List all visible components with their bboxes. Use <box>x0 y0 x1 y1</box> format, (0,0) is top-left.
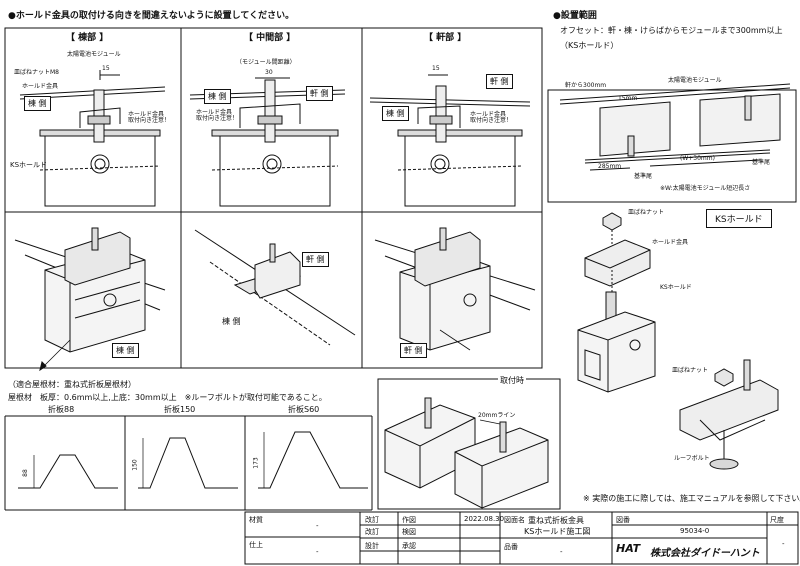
eave-side-tag: 軒 側 <box>486 74 513 89</box>
roof-type-2-height: 150 <box>131 459 139 471</box>
main-title: ●ホールド金具の取付ける向きを間違えないように設置してください。 <box>8 11 295 21</box>
tb-name-label: 図面名 <box>504 516 525 524</box>
tb-check-label: 検図 <box>402 528 416 536</box>
ridge-module-label: 太陽電池モジュール <box>67 51 121 58</box>
tb-revision: 改訂 <box>365 516 379 524</box>
eave-dim: 15 <box>432 65 440 72</box>
roof-type-1-name: 折板88 <box>48 405 75 414</box>
mounting-title: 取付時 <box>498 376 526 385</box>
ks-nut-label: 皿ばねナット <box>628 209 665 216</box>
roof-type-3-name: 折板S60 <box>288 405 320 414</box>
mounting-frame <box>377 378 561 510</box>
tb-scale-label: 尺度 <box>770 516 784 524</box>
ks-roof-bolt-label: ルーフボルト <box>674 455 710 462</box>
install-base-line-1: 基準尾 <box>634 173 653 180</box>
install-note: ※W:太陽電池モジュール短辺長さ <box>660 185 751 192</box>
tb-material-val: - <box>316 522 319 530</box>
install-range-title: ●設置範囲 <box>553 11 597 21</box>
tb-drawn-date: 2022.08.30 <box>464 515 505 523</box>
tb-design: 設計 <box>365 542 379 550</box>
ks-ks-hold-label: KSホールド <box>660 284 692 291</box>
middle-panel-title: 【 中間部 】 <box>244 33 296 43</box>
eave-caution: ホールド金具 取付向き注意！ <box>470 111 513 124</box>
install-range-frame <box>547 89 797 203</box>
ridge-side-tag: 棟 側 <box>24 96 51 111</box>
panel-frame-top <box>4 27 543 369</box>
tb-scale-val: - <box>782 540 785 548</box>
middle-eave-side: 軒 側 <box>306 86 333 101</box>
tb-drawn-label: 作図 <box>402 516 416 524</box>
offset-text: オフセット：軒・棟・けらばからモジュールまで300mm以上 <box>560 26 783 35</box>
install-module-label: 太陽電池モジュール <box>668 77 722 84</box>
tb-company: 株式会社ダイドーハント <box>650 548 760 559</box>
ridge-caution: ホールド金具 取付向き注意！ <box>128 111 171 124</box>
eave-bottom-side: 軒 側 <box>400 343 427 358</box>
install-dim-15: 15mm <box>618 95 638 102</box>
install-dim-285: 285mm <box>598 163 622 170</box>
middle-dim: 30 <box>265 69 273 76</box>
middle-bottom-eave: 軒 側 <box>302 252 329 267</box>
tb-name-line2: KSホールド施工図 <box>524 527 591 536</box>
install-base-line-2: 基準尾 <box>752 159 771 166</box>
tb-material-label: 材質 <box>249 516 263 524</box>
ridge-panel-title: 【 棟部 】 <box>66 33 109 43</box>
middle-bottom-ridge: 棟 側 <box>222 317 241 326</box>
tb-approve-label: 承認 <box>402 542 416 550</box>
eave-panel-title: 【 軒部 】 <box>424 33 467 43</box>
middle-spacing: （モジュール間距離） <box>236 59 296 66</box>
ks-hold-label: ホールド金具 <box>652 239 689 246</box>
ridge-hold-label: ホールド金具 <box>22 83 59 90</box>
tb-name-line1: 重ね式折板金具 <box>528 516 584 525</box>
roof-type-2-name: 折板150 <box>164 405 196 414</box>
company-logo: HAT <box>616 542 641 555</box>
middle-ridge-side: 棟 側 <box>204 89 231 104</box>
roof-applicable: （適合屋根材：重ね式折板屋根材） <box>8 380 136 389</box>
roof-type-1-height: 88 <box>21 469 29 477</box>
tb-finish-label: 仕上 <box>249 541 263 549</box>
ks-nut2-label: 皿ばねナット <box>672 367 709 374</box>
tb-number-label: 図番 <box>616 516 630 524</box>
eave-ridge-side: 棟 側 <box>382 106 409 121</box>
ridge-dim: 15 <box>102 65 110 72</box>
tb-product-label: 品番 <box>504 543 518 551</box>
tb-product-val: - <box>560 548 563 556</box>
tb-revision-label: 改訂 <box>365 528 379 536</box>
roof-type-3-height: 173 <box>252 457 260 469</box>
ridge-nut-label: 皿ばねナットM8 <box>14 69 59 76</box>
install-dim-w: (W+30mm) <box>680 155 715 162</box>
middle-caution: ホールド金具 取付向き注意！ <box>196 109 239 122</box>
from-eave: 軒から300mm <box>565 82 607 89</box>
ridge-ks-hold: KSホールド <box>10 161 48 169</box>
roof-spec: 屋根材 板厚：0.6mm以上,上底：30mm以上 ※ルーフボルトが取付可能である… <box>8 393 327 402</box>
footnote: ※ 実際の施工に際しては、施工マニュアルを参照して下さい。 <box>583 494 800 503</box>
tb-finish-val: - <box>316 548 319 556</box>
ridge-bottom-side: 棟 側 <box>112 343 139 358</box>
ks-hold-paren: （KSホールド） <box>560 41 619 50</box>
ks-hold-box-title: KSホールド <box>706 209 772 228</box>
mounting-line-20: 20mmライン <box>478 412 516 419</box>
tb-number-val: 95034-0 <box>680 527 710 535</box>
